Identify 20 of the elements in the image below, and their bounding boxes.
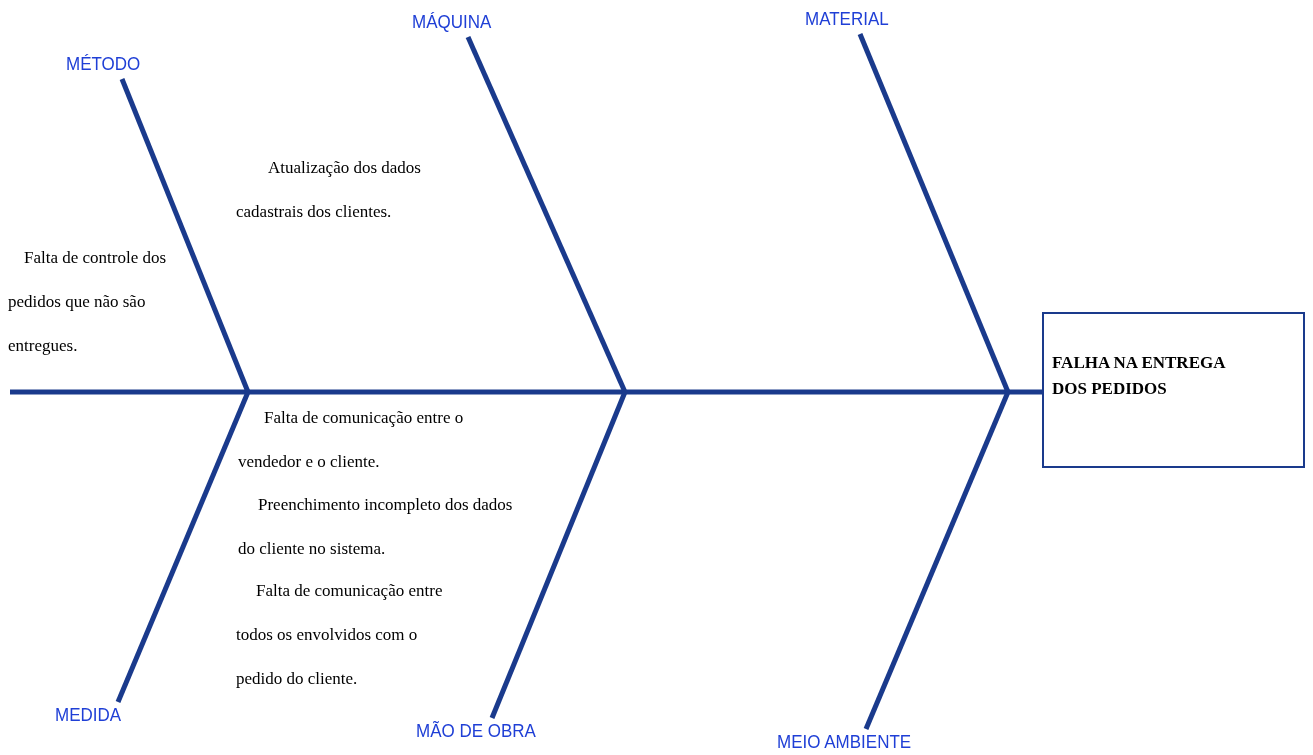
bone-line (465, 36, 628, 393)
bone-line (489, 391, 628, 719)
bone-line (119, 78, 251, 393)
cause-text: Atualização dos dados cadastrais dos clientes. (236, 157, 422, 223)
bone-line (857, 33, 1011, 393)
bone-line (863, 391, 1011, 730)
cause-text: Falta de comunicação entre o vendedor e o cliente. (238, 407, 465, 473)
cause-text: Falta de controle dos pedidos que não são entregues. (8, 247, 168, 357)
bone-line (115, 391, 251, 703)
category-label: MÉTODO (66, 54, 141, 76)
effect-box (1042, 312, 1305, 468)
category-label: MATERIAL (805, 9, 889, 31)
cause-text: Falta de comunicação entre todos os envolvidos com o pedido do cliente. (236, 580, 444, 690)
category-label: MÃO DE OBRA (416, 721, 536, 743)
category-label: MEIO AMBIENTE (777, 732, 912, 754)
spine-line (10, 389, 1042, 395)
effect-text: FALHA NA ENTREGA DOS PEDIDOS (1052, 353, 1225, 398)
cause-text: Preenchimento incompleto dos dados do cliente no sistema. (238, 494, 514, 560)
category-label: MEDIDA (55, 705, 122, 727)
category-label: MÁQUINA (412, 12, 492, 34)
